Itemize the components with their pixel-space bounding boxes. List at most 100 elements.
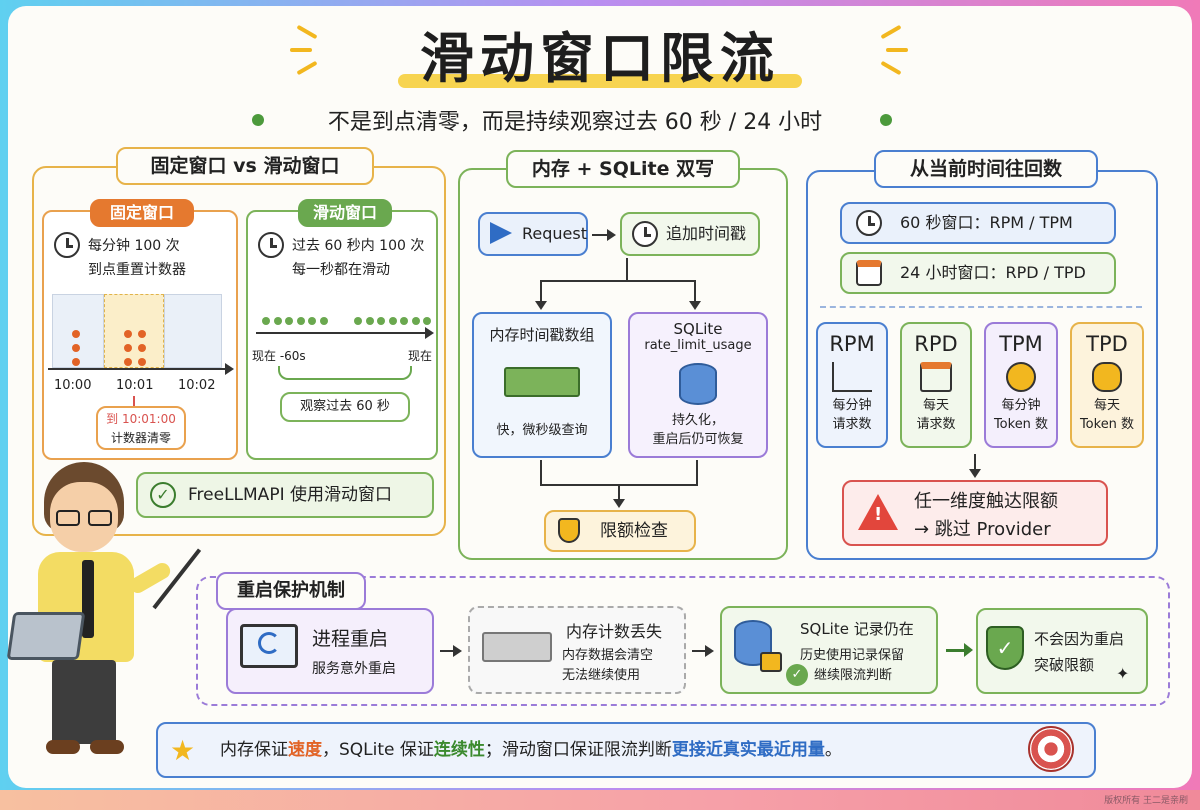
request-dot [365,317,374,325]
metric-rpm: RPM 每分钟 请求数 [816,322,888,448]
range-bracket [278,366,412,380]
request-node: Request [478,212,588,256]
conclusion-text: FreeLLMAPI 使用滑动窗口 [188,485,392,505]
sqlite-desc2: 重启后仍可恢复 [652,432,744,447]
request-dot [262,317,270,325]
line-chart-icon [832,362,872,392]
window-60s-label: 60 秒窗口：RPM / TPM [900,213,1073,232]
flow-arrow [535,280,547,310]
request-dot [285,317,293,325]
warning-icon [858,494,898,530]
metric-tpd: TPD 每天 Token 数 [1070,322,1144,448]
request-dot [319,317,328,325]
check-icon: ✓ [150,482,176,508]
token-coin-icon [1006,362,1036,392]
summary-em3: 更接近真实最近用量 [671,740,825,760]
star-icon: ★ [170,734,196,767]
request-dot [273,317,282,325]
copyright-text: 版权所有 王二是亲刷 [1104,796,1188,806]
flow-arrow [692,645,714,657]
limit-exceeded-box: 任一维度触达限额 → 跳过 Provider [842,480,1108,546]
skip-line2: → 跳过 Provider [914,519,1051,540]
metric-name: TPM [999,332,1043,356]
step4-desc2: 突破限额 [1034,656,1095,674]
bullet-dot [880,114,892,126]
title-highlight [398,74,802,88]
request-dot [377,317,385,325]
sqlite-node: SQLite rate_limit_usage 持久化， 重启后仍可恢复 [628,312,768,458]
page-title: 滑动窗口限流 [330,14,870,94]
request-dot [72,358,80,366]
metric-line1: 每天 [1093,398,1120,413]
summary-part1: 内存保证 [220,740,288,760]
warning-mark: ! [874,504,883,525]
summary-part2: ，SQLite 保证 [322,740,434,760]
check-icon: ✓ [786,664,808,686]
window-60s: 60 秒窗口：RPM / TPM [840,202,1116,244]
request-dot [423,317,431,325]
flow-line [626,258,628,280]
metric-rpd: RPD 每天 请求数 [900,322,972,448]
restart-panel-heading: 重启保护机制 [216,572,366,610]
sliding-line1: 过去 60 秒内 100 次 [292,238,425,254]
metric-name: RPM [829,332,875,356]
request-dot [124,358,132,366]
summary-bar: 内存保证速度，SQLite 保证连续性；滑动窗口保证限流判断更接近真实最近用量。 [156,722,1096,778]
request-dot [411,317,420,325]
request-dot [72,344,80,352]
page-subtitle: 不是到点清零，而是持续观察过去 60 秒 / 24 小时 [327,110,823,135]
request-dot [308,317,316,325]
window-segment [164,294,222,368]
flow-line [696,460,698,484]
laptop-icon [6,612,86,660]
tick-label: 10:01 [116,378,154,393]
sliding-window-tag: 滑动窗口 [298,199,392,227]
flow-line [540,280,696,282]
request-dot [354,317,362,325]
metric-tpm: TPM 每分钟 Token 数 [984,322,1058,448]
fixed-line2: 到点重置计数器 [88,262,186,278]
summary-em1: 速度 [288,740,322,760]
step2-desc1: 内存数据会清空 [562,648,654,663]
limit-check-label: 限额检查 [600,521,668,541]
presenter-shoe [90,740,124,754]
step1-desc: 服务意外重启 [312,661,396,677]
spark-icon [886,48,908,52]
metric-line1: 每分钟 [832,398,872,413]
flow-arrow [592,229,616,241]
flow-arrowhead [964,643,973,657]
time-axis [48,363,234,375]
metric-line1: 每分钟 [1001,398,1041,413]
refresh-icon [258,632,280,654]
step4-desc1: 不会因为重启 [1034,630,1125,648]
pointer-line [133,396,135,408]
request-dot [388,317,397,325]
reset-desc: 计数器清零 [110,431,171,445]
step3-title: SQLite 记录仍在 [800,620,914,638]
page-title-text: 滑动窗口限流 [420,27,780,90]
step3-desc2: 继续限流判断 [814,668,893,683]
observe-label: 观察过去 60 秒 [280,392,410,422]
summary-part4: 。 [824,740,842,760]
flow-arrow [969,454,981,478]
fixed-reset-note: 到 10:01:00 计数器清零 [96,406,186,450]
metric-line2: Token 数 [1079,417,1135,432]
sliding-line2: 每一秒都在滑动 [292,262,390,278]
glasses-icon [56,510,80,526]
request-dot [124,330,132,338]
sqlite-title: SQLite [673,320,723,338]
coin-stack-icon [1092,362,1122,392]
memory-desc: 快，微秒级查询 [496,423,588,438]
divider [820,306,1142,308]
request-dot [138,330,146,338]
sparkle-icon: ✦ [1116,664,1130,683]
step3-desc1: 历史使用记录保留 [800,648,905,663]
range-end-label: 现在 [408,349,433,363]
spark-icon [290,48,312,52]
flow-arrow [613,484,625,508]
database-icon [679,363,717,405]
target-icon [1028,726,1074,772]
step2-desc2: 无法继续使用 [562,668,641,683]
window-24h-label: 24 小时窗口：RPD / TPD [900,263,1086,282]
reset-time: 到 10:01:00 [106,412,176,426]
